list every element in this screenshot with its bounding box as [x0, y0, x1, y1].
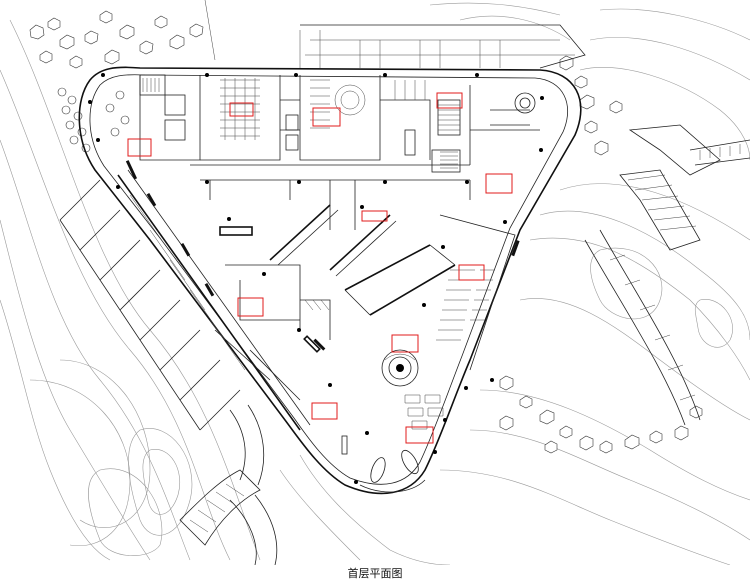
structural-bars — [125, 160, 520, 351]
central-volumes — [209, 180, 516, 455]
drawing-caption: 首层平面图 — [347, 567, 403, 580]
parked-cars — [359, 449, 426, 493]
right-bridge — [584, 124, 750, 426]
north-terrace — [299, 24, 586, 69]
annotation-box — [361, 210, 388, 222]
annotation-box — [405, 426, 434, 444]
vegetation-top-right — [559, 55, 623, 156]
annotation-boxes — [127, 92, 513, 444]
structural-columns — [88, 73, 544, 484]
north-wing-rooms — [139, 74, 540, 181]
annotation-box — [436, 92, 463, 109]
vegetation-bottom-right — [499, 375, 703, 454]
annotation-box — [485, 173, 513, 194]
annotation-box — [311, 402, 338, 420]
annotation-box — [229, 102, 254, 117]
building-outline — [78, 66, 582, 495]
annotation-box — [391, 334, 419, 353]
topographic-contours — [0, 2, 750, 565]
annotation-box — [127, 138, 152, 157]
ground-floor-plan — [0, 0, 750, 565]
annotation-box — [237, 297, 264, 317]
lower-left-access — [179, 469, 278, 565]
west-terraces — [59, 179, 265, 486]
annotation-box — [458, 264, 485, 281]
vegetation-top-left — [29, 0, 216, 153]
annotation-box — [312, 107, 341, 127]
